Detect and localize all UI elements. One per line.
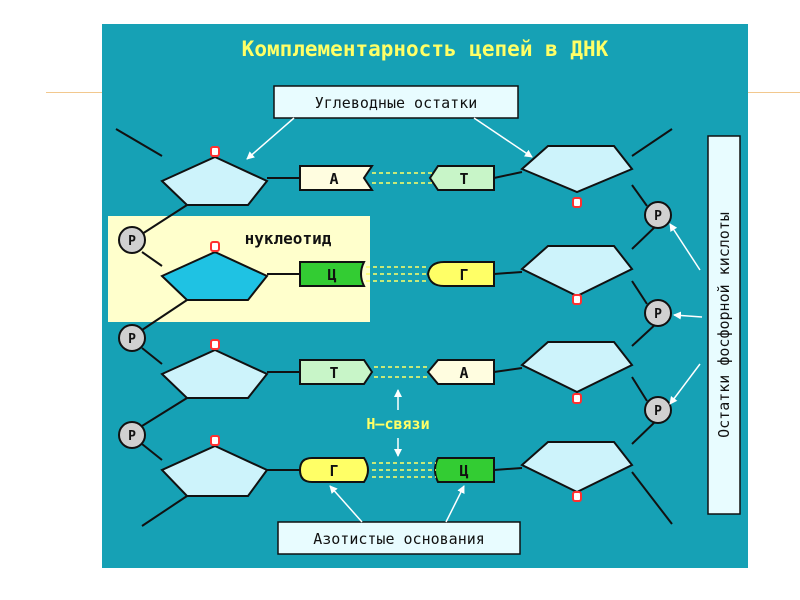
dna-diagram-panel: Комплементарность цепей в ДНК нуклеотид <box>102 24 748 568</box>
phosphate-symbol: Р <box>128 234 136 249</box>
base-label: А <box>459 364 468 382</box>
decor-line-left <box>46 92 102 93</box>
base-label: Г <box>329 462 338 480</box>
phosphate-symbol: Р <box>128 429 136 444</box>
h-bonds-label: Н–связи <box>366 415 429 433</box>
decor-line-right <box>748 92 800 93</box>
phosphate-symbol: Р <box>654 404 662 419</box>
phosphate-label: Остатки фосфорной кислоты <box>715 212 733 438</box>
sugar-right-1 <box>522 146 632 192</box>
base-label: Г <box>459 266 468 284</box>
base-label: Т <box>329 364 338 382</box>
carbohydrate-label: Углеводные остатки <box>315 94 478 112</box>
nitrogen-bases-label: Азотистые основания <box>313 530 485 548</box>
diagram-title: Комплементарность цепей в ДНК <box>242 37 609 61</box>
sugar-right-2 <box>522 246 632 296</box>
phosphate-symbol: Р <box>128 332 136 347</box>
right-backbone <box>632 129 672 524</box>
base-label: А <box>329 170 338 188</box>
sugar-right-3 <box>522 342 632 392</box>
hbonds-pair-2 <box>366 267 428 281</box>
hbonds-pair-3 <box>374 367 428 377</box>
base-label: Т <box>459 170 468 188</box>
sugar-left-4 <box>162 446 267 496</box>
base-label: Ц <box>459 462 468 480</box>
nucleotide-label: нуклеотид <box>245 229 332 248</box>
phosphate-symbol: Р <box>654 209 662 224</box>
sugar-left-1 <box>162 157 267 205</box>
phosphate-symbol: Р <box>654 307 662 322</box>
base-label: Ц <box>327 266 336 284</box>
sugar-left-3 <box>162 350 267 398</box>
sugar-right-4 <box>522 442 632 492</box>
dna-diagram: Комплементарность цепей в ДНК нуклеотид <box>102 24 748 568</box>
hbonds-pair-1 <box>372 173 432 183</box>
hbonds-pair-4 <box>372 463 436 477</box>
